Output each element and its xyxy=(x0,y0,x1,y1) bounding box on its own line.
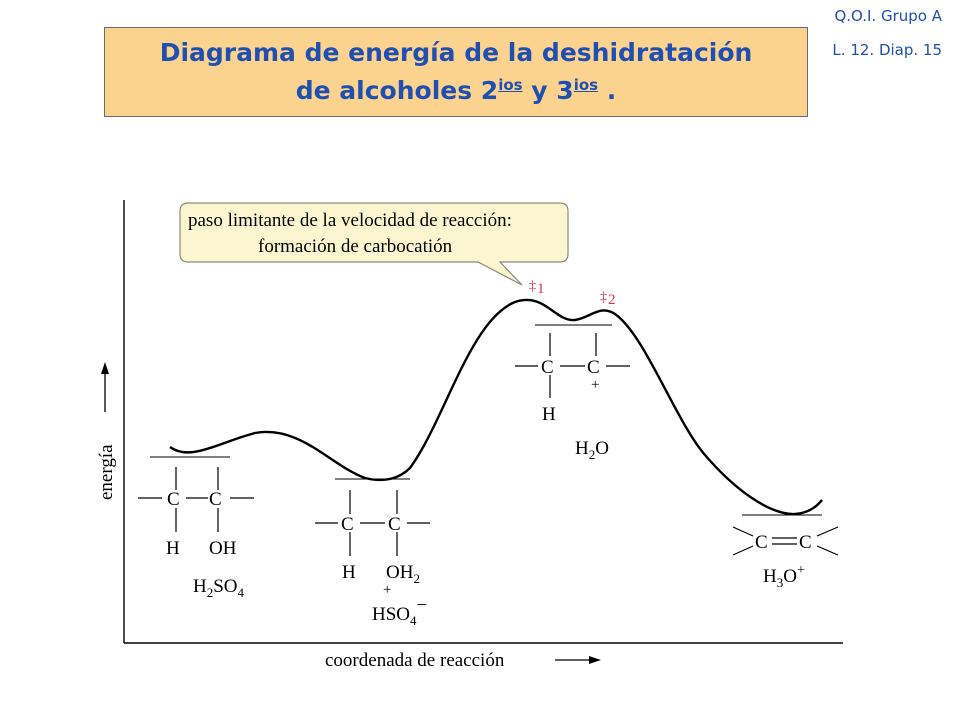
energy-curve xyxy=(169,298,823,516)
y-axis-label: energía xyxy=(96,444,117,500)
carbocation-carbon-left: C xyxy=(541,357,554,378)
ts1-number: 1 xyxy=(537,281,545,297)
reactant-acid: H2SO4 xyxy=(193,576,245,600)
intermediate-1-structure: C C H OH2 + HSO4− xyxy=(315,490,430,628)
energy-levels xyxy=(150,324,822,516)
intermediate-1-carbon-right: C xyxy=(388,514,401,535)
title-part-a: de alcoholes 2 xyxy=(295,76,499,105)
intermediate-1-charge: + xyxy=(383,582,391,598)
water-byproduct: H2O xyxy=(575,438,609,462)
title-line-2: de alcoholes 2ios y 3ios . xyxy=(105,72,807,110)
reactant-carbon-left: C xyxy=(167,489,180,510)
callout-line-2: formación de carbocatión xyxy=(258,236,453,257)
product-carbon-right: C xyxy=(799,532,812,553)
callout-bubble xyxy=(179,202,569,286)
ts-labels: ‡ 1 ‡ 2 xyxy=(529,279,616,308)
callout-line-1: paso limitante de la velocidad de reacci… xyxy=(188,210,512,231)
product-carbon-left: C xyxy=(755,532,768,553)
intermediate-1-carbon-left: C xyxy=(341,514,354,535)
slide-title: Diagrama de energía de la deshidratación… xyxy=(104,27,808,117)
counterion: HSO4− xyxy=(372,595,427,628)
carbocation-carbon-right: C xyxy=(587,357,600,378)
slide-label: L. 12. Diap. 15 xyxy=(832,41,942,59)
carbocation-structure: C C + H H2O xyxy=(515,333,630,462)
ts2-mark: ‡ xyxy=(600,290,607,305)
title-line-1: Diagrama de energía de la deshidratación xyxy=(159,38,753,67)
product-structure: C C H3O+ xyxy=(732,526,839,590)
axes xyxy=(123,200,843,644)
carbocation-h: H xyxy=(542,404,556,425)
x-axis-arrow-head xyxy=(589,656,601,664)
y-axis-arrow-head xyxy=(101,362,109,374)
carbocation-charge: + xyxy=(591,377,599,393)
hydronium: H3O+ xyxy=(763,563,805,590)
callout: paso limitante de la velocidad de reacci… xyxy=(179,202,569,286)
y-axis-label-group: energía xyxy=(96,362,117,500)
reactant-structure: C C H OH H2SO4 xyxy=(138,467,254,600)
group-label: Q.O.I. Grupo A xyxy=(834,7,942,25)
intermediate-1-oh2: OH2 xyxy=(386,562,420,586)
x-axis-label: coordenada de reacción xyxy=(325,650,505,671)
intermediate-1-h: H xyxy=(342,562,356,583)
title-part-b: y 3 xyxy=(522,76,574,105)
reactant-carbon-right: C xyxy=(209,489,222,510)
title-sup-b: ios xyxy=(573,76,599,94)
x-axis-label-group: coordenada de reacción xyxy=(325,650,601,671)
title-sup-a: ios xyxy=(498,76,523,94)
reactant-h: H xyxy=(166,538,180,559)
ts1-mark: ‡ xyxy=(529,279,536,294)
ts2-number: 2 xyxy=(608,292,616,308)
title-part-end: . xyxy=(598,76,617,105)
reactant-oh: OH xyxy=(209,538,237,559)
